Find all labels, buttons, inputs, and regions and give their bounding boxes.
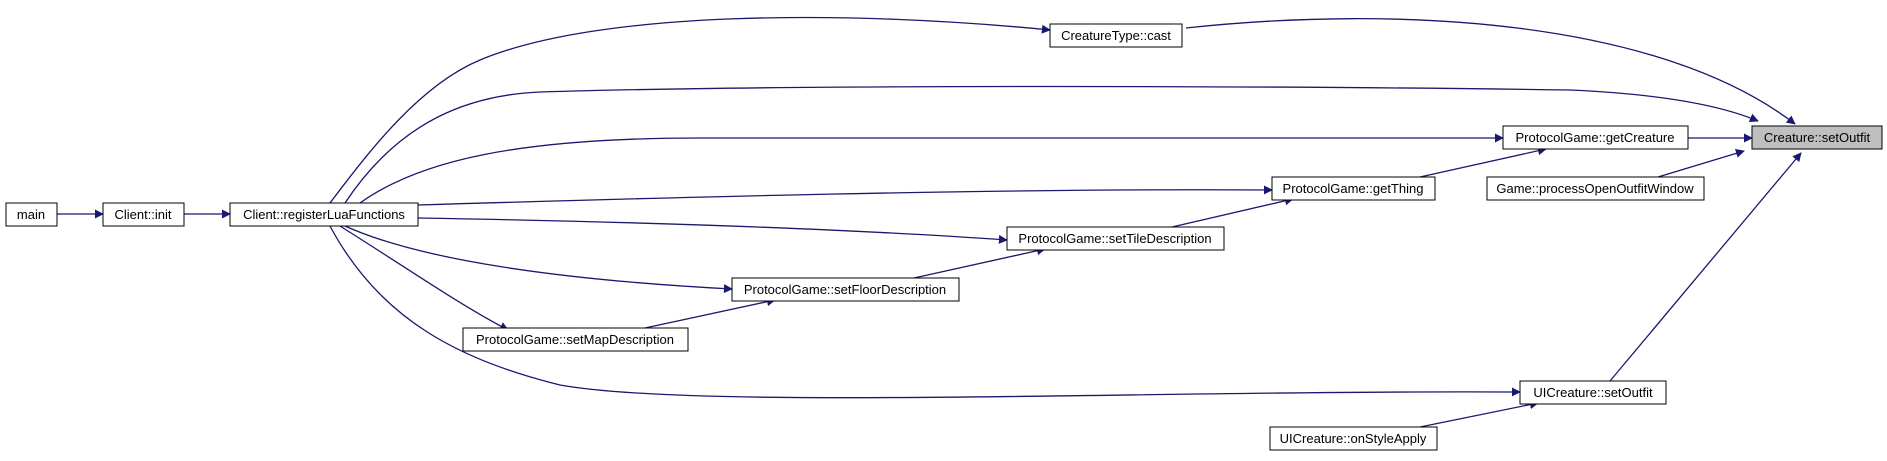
node-protocolgame-set-floor-description[interactable]: ProtocolGame::setFloorDescription — [731, 277, 960, 302]
node-process-open-outfit-label: Game::processOpenOutfitWindow — [1496, 181, 1694, 196]
edge-uicreature-on-style-to-uicreature-set-outfit — [1419, 400, 1539, 428]
node-get-creature-label: ProtocolGame::getCreature — [1516, 130, 1675, 145]
node-main[interactable]: main — [5, 202, 58, 227]
edge-process-open-outfit-to-creature-set-outfit — [1657, 149, 1745, 178]
edge-set-floor-desc-to-set-tile-desc — [913, 246, 1046, 279]
edge-register-lua-to-creature-set-outfit-top — [344, 85, 1759, 204]
node-uicreature-set-outfit-label: UICreature::setOutfit — [1533, 385, 1653, 400]
node-main-label: main — [17, 207, 45, 222]
node-creature-set-outfit[interactable]: Creature::setOutfit — [1751, 125, 1883, 150]
node-uicreature-set-outfit[interactable]: UICreature::setOutfit — [1519, 380, 1667, 405]
edge-register-lua-to-set-tile-desc — [417, 217, 1008, 244]
node-set-map-desc-label: ProtocolGame::setMapDescription — [476, 332, 674, 347]
edges — [57, 16, 1802, 428]
edge-get-thing-to-get-creature — [1419, 146, 1547, 178]
node-client-init[interactable]: Client::init — [102, 202, 185, 227]
node-creature-set-outfit-label: Creature::setOutfit — [1764, 130, 1871, 145]
node-uicreature-on-style-apply[interactable]: UICreature::onStyleApply — [1269, 426, 1438, 451]
node-creature-type-cast-label: CreatureType::cast — [1061, 28, 1171, 43]
node-set-floor-desc-label: ProtocolGame::setFloorDescription — [744, 282, 946, 297]
node-client-init-label: Client::init — [114, 207, 171, 222]
node-client-register-lua-functions[interactable]: Client::registerLuaFunctions — [229, 202, 419, 227]
edge-set-tile-desc-to-get-thing — [1171, 196, 1294, 228]
node-uicreature-on-style-label: UICreature::onStyleApply — [1280, 431, 1427, 446]
node-register-lua-label: Client::registerLuaFunctions — [243, 207, 405, 222]
node-protocolgame-get-creature[interactable]: ProtocolGame::getCreature — [1502, 125, 1689, 150]
node-get-thing-label: ProtocolGame::getThing — [1283, 181, 1424, 196]
node-protocolgame-get-thing[interactable]: ProtocolGame::getThing — [1271, 176, 1436, 201]
edge-register-lua-to-set-map-desc — [339, 225, 509, 331]
node-protocolgame-set-tile-description[interactable]: ProtocolGame::setTileDescription — [1006, 226, 1225, 251]
edge-register-lua-to-get-thing — [417, 185, 1273, 206]
edge-uicreature-set-outfit-to-creature-set-outfit — [1609, 152, 1802, 382]
node-game-process-open-outfit-window[interactable]: Game::processOpenOutfitWindow — [1486, 176, 1705, 201]
edge-register-lua-to-creature-type-cast — [329, 16, 1051, 204]
edge-creature-type-cast-to-creature-set-outfit — [1185, 18, 1796, 125]
edge-register-lua-to-get-creature — [359, 133, 1504, 204]
edge-set-map-desc-to-set-floor-desc — [644, 297, 776, 329]
edge-register-lua-to-set-floor-desc — [344, 225, 733, 294]
node-set-tile-desc-label: ProtocolGame::setTileDescription — [1018, 231, 1211, 246]
node-creature-type-cast[interactable]: CreatureType::cast — [1049, 23, 1183, 48]
edge-register-lua-to-uicreature-set-outfit — [329, 225, 1521, 399]
node-protocolgame-set-map-description[interactable]: ProtocolGame::setMapDescription — [462, 327, 689, 352]
